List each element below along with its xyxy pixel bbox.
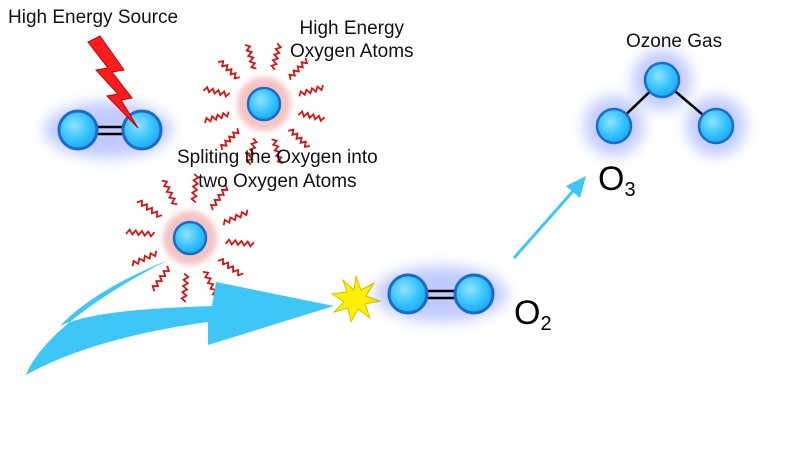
oxygen-formula: O2 [514,296,552,334]
energy-ray [298,84,324,97]
energy-ray [180,272,190,303]
oxygen-atom [246,86,282,122]
reaction-arrow-curved [26,260,334,375]
energy-ray [269,42,283,71]
formula-subscript: 3 [624,179,636,201]
formula-subscript: 2 [540,313,552,335]
reaction-arrow-to-ozone [512,176,586,259]
label-splitting-oxygen: Spliting the Oxygen into two Oxygen Atom… [177,146,378,194]
energy-ray [219,128,240,151]
oxygen-molecule-initial [44,102,172,158]
energy-ray [271,138,284,164]
energy-ray [245,137,259,166]
lightning-bolt-icon [87,35,139,129]
energized-oxygen-atom-top [202,42,326,166]
label-line: Spliting the Oxygen into [177,147,378,168]
energy-ray [125,228,156,238]
energy-ray [202,85,231,99]
oxygen-atom [697,107,735,145]
oxygen-atom [453,273,495,315]
energy-ray [297,109,326,123]
energy-rays [202,42,326,166]
label-line: High Energy [299,18,405,39]
oxygen-molecule-o2 [375,266,507,322]
energy-ray [288,57,309,80]
oxygen-atom [595,107,633,145]
energy-rays [125,173,255,303]
spark-icon [330,275,382,324]
energy-ray [224,238,255,248]
ozone-formula: O3 [598,162,636,200]
energy-ray [136,199,163,219]
oxygen-atom [172,220,208,256]
oxygen-atom [57,109,99,151]
formula-symbol: O [598,160,625,198]
energy-ray [190,173,200,204]
label-high-energy-source: High Energy Source [8,7,179,28]
energy-ray [244,44,257,70]
ozone-molecule [584,50,746,156]
energy-ray [288,128,311,149]
energy-ray [131,250,158,267]
label-line: Oxygen Atoms [290,40,414,62]
label-ozone-gas: Ozone Gas [626,31,723,52]
energy-ray [161,179,178,206]
formula-symbol: O [514,294,541,332]
oxygen-atom [387,273,429,315]
energy-ray [222,209,249,226]
energized-oxygen-atom-middle [125,173,255,303]
label-line: two Oxygen Atoms [198,170,357,192]
energy-ray [217,257,244,277]
energy-ray [217,59,240,80]
energy-ray [151,265,171,292]
energy-ray [204,111,230,124]
label-high-energy-oxygen-atoms: High Energy Oxygen Atoms [290,18,414,64]
energy-ray [209,184,229,211]
oxygen-atom [643,61,681,99]
